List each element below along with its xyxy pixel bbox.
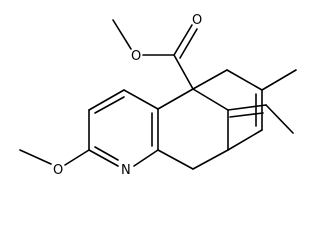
bond-c7-ome-o	[64, 149, 90, 166]
bond-alkene-bridgehead	[227, 129, 263, 151]
bond-ring-c5-c6-inner	[94, 96, 125, 114]
bond-bridgehead-ch2	[192, 149, 229, 170]
atom-label-pyridine-nitrogen: N	[121, 163, 131, 178]
bond-ring-c5-c6	[88, 89, 125, 111]
molecule-diagram: O O O N	[19, 13, 297, 178]
bond-methyl-o	[112, 19, 132, 50]
bond-carbonyl-double-a	[173, 24, 193, 56]
atom-label-ester-oxygen: O	[131, 49, 141, 64]
bond-carbonyl-double-b	[179, 28, 198, 59]
bond-ethylidene-double-b	[229, 112, 264, 118]
bond-ring-c4a-c5	[123, 89, 159, 110]
bond-ethylidene-methyl	[265, 104, 294, 134]
bond-ome-o-methyl	[19, 149, 52, 165]
bond-ch2-alkene	[226, 69, 263, 91]
bond-ring-c7-n	[88, 149, 119, 167]
bond-ethylidene-double-a	[227, 104, 267, 111]
bond-alkene-methyl	[261, 69, 297, 91]
bond-c4a-quaternary	[157, 88, 194, 110]
bond-ring-c7-n-inner	[94, 146, 119, 161]
structure-canvas: O O O N	[19, 13, 297, 178]
atom-label-methoxy-oxygen: O	[53, 163, 63, 178]
bond-quaternary-bridge	[192, 88, 229, 111]
bond-ring-n-c8a	[133, 149, 159, 167]
bond-carbonyl-quaternary	[173, 54, 194, 90]
bond-quaternary-ch2	[192, 69, 228, 90]
bond-ch2-c8a	[157, 149, 194, 170]
atom-label-carbonyl-oxygen: O	[192, 13, 202, 28]
